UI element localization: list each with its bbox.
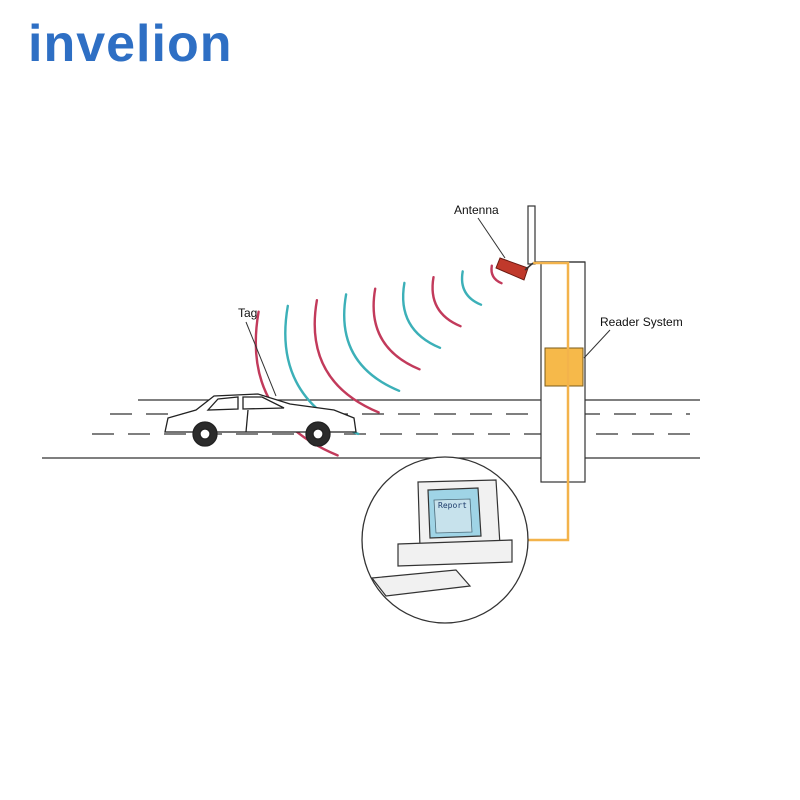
antenna-leader xyxy=(477,217,506,259)
antenna-label: Antenna xyxy=(454,203,499,217)
reader-pillar xyxy=(527,205,586,483)
wave-arc xyxy=(402,281,442,349)
antenna-icon xyxy=(495,257,534,281)
tag-label: Tag xyxy=(238,306,257,320)
screen-report-text: Report xyxy=(438,501,467,510)
computer-inset: Report xyxy=(361,456,529,624)
reader-leader xyxy=(583,329,611,359)
antenna-mast xyxy=(527,205,536,265)
computer-icon xyxy=(370,479,513,597)
brand-logo: invelion xyxy=(28,15,233,73)
keyboard xyxy=(370,569,472,597)
tag-leader xyxy=(245,321,277,397)
wave-arc xyxy=(490,264,503,285)
car-icon xyxy=(164,393,357,447)
wave-arc xyxy=(460,270,483,306)
wave-arc xyxy=(372,287,421,371)
wave-arc xyxy=(313,299,380,414)
reader-box-icon xyxy=(544,347,584,387)
leader-lines xyxy=(245,217,611,397)
cable xyxy=(526,261,570,542)
wave-arc xyxy=(431,276,462,328)
wave-arc xyxy=(343,293,401,392)
report-sheet xyxy=(433,498,473,534)
reader-system-label: Reader System xyxy=(600,315,683,329)
cpu-unit xyxy=(397,539,513,567)
